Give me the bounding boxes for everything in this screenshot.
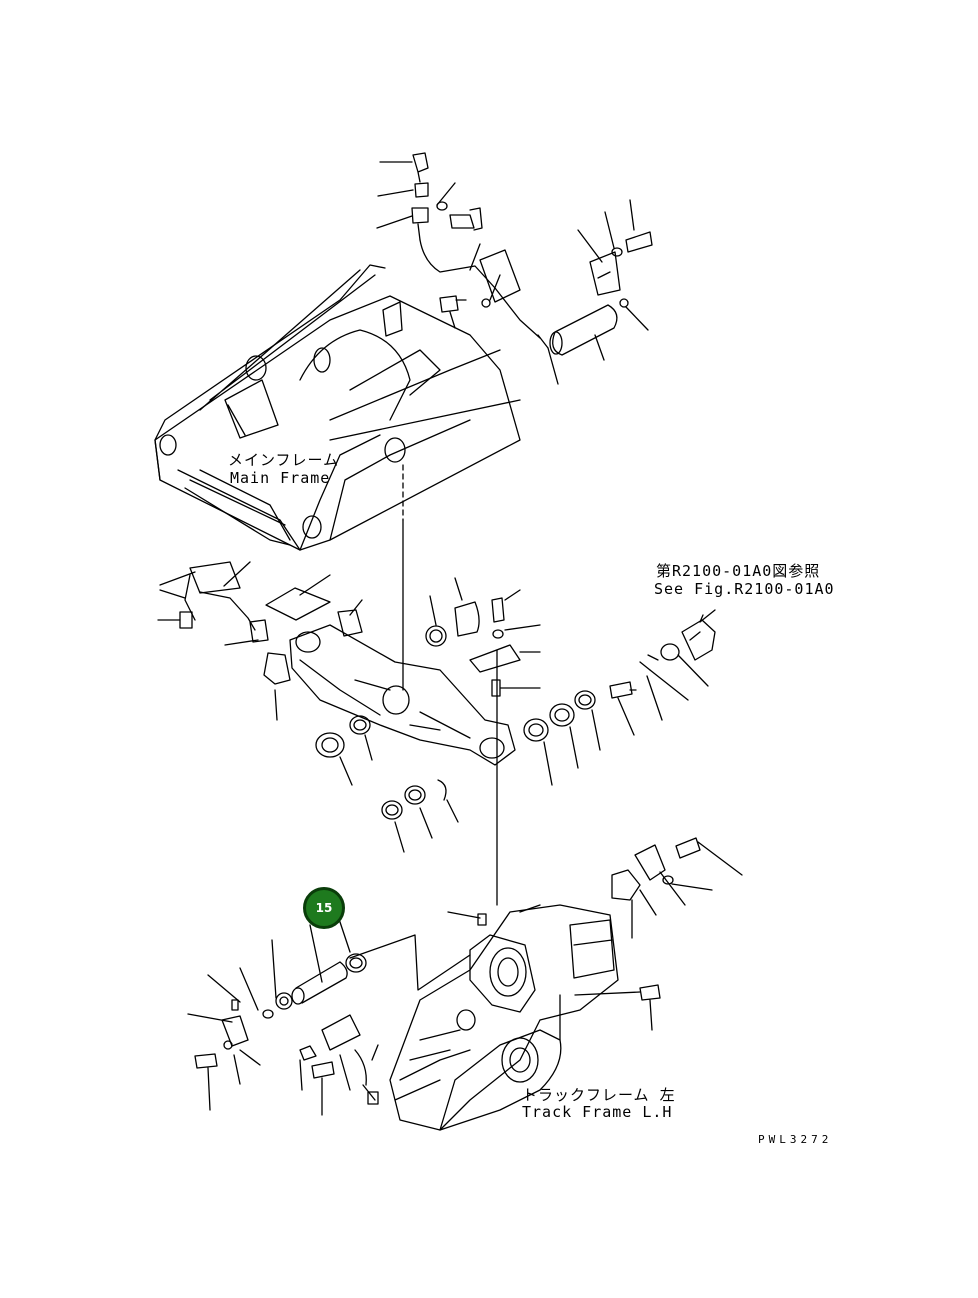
main-frame-label-en: Main Frame [230,469,331,487]
grease-hose-assembly [376,152,549,349]
reference-label-jp: 第R2100-01A0図参照 [656,562,821,580]
equalizer-small-parts [157,561,716,853]
reference-label-en[interactable]: See Fig.R2100-01A0 [654,580,835,598]
callout-15[interactable]: 15 [303,887,345,929]
main-frame [154,264,521,551]
pin-assembly-parts [187,909,379,1116]
cylinder-bracket [547,199,653,385]
main-frame-label-jp: メインフレーム [228,451,340,469]
track-frame [349,904,619,1131]
center-lines [402,519,498,906]
track-frame-label-jp: トラックフレーム 左 [522,1086,676,1104]
callout-15-number: 15 [315,901,333,915]
drawing-code: PWL3272 [758,1133,833,1146]
track-frame-small-parts [447,837,743,1031]
track-frame-label-en: Track Frame L.H [522,1103,673,1121]
